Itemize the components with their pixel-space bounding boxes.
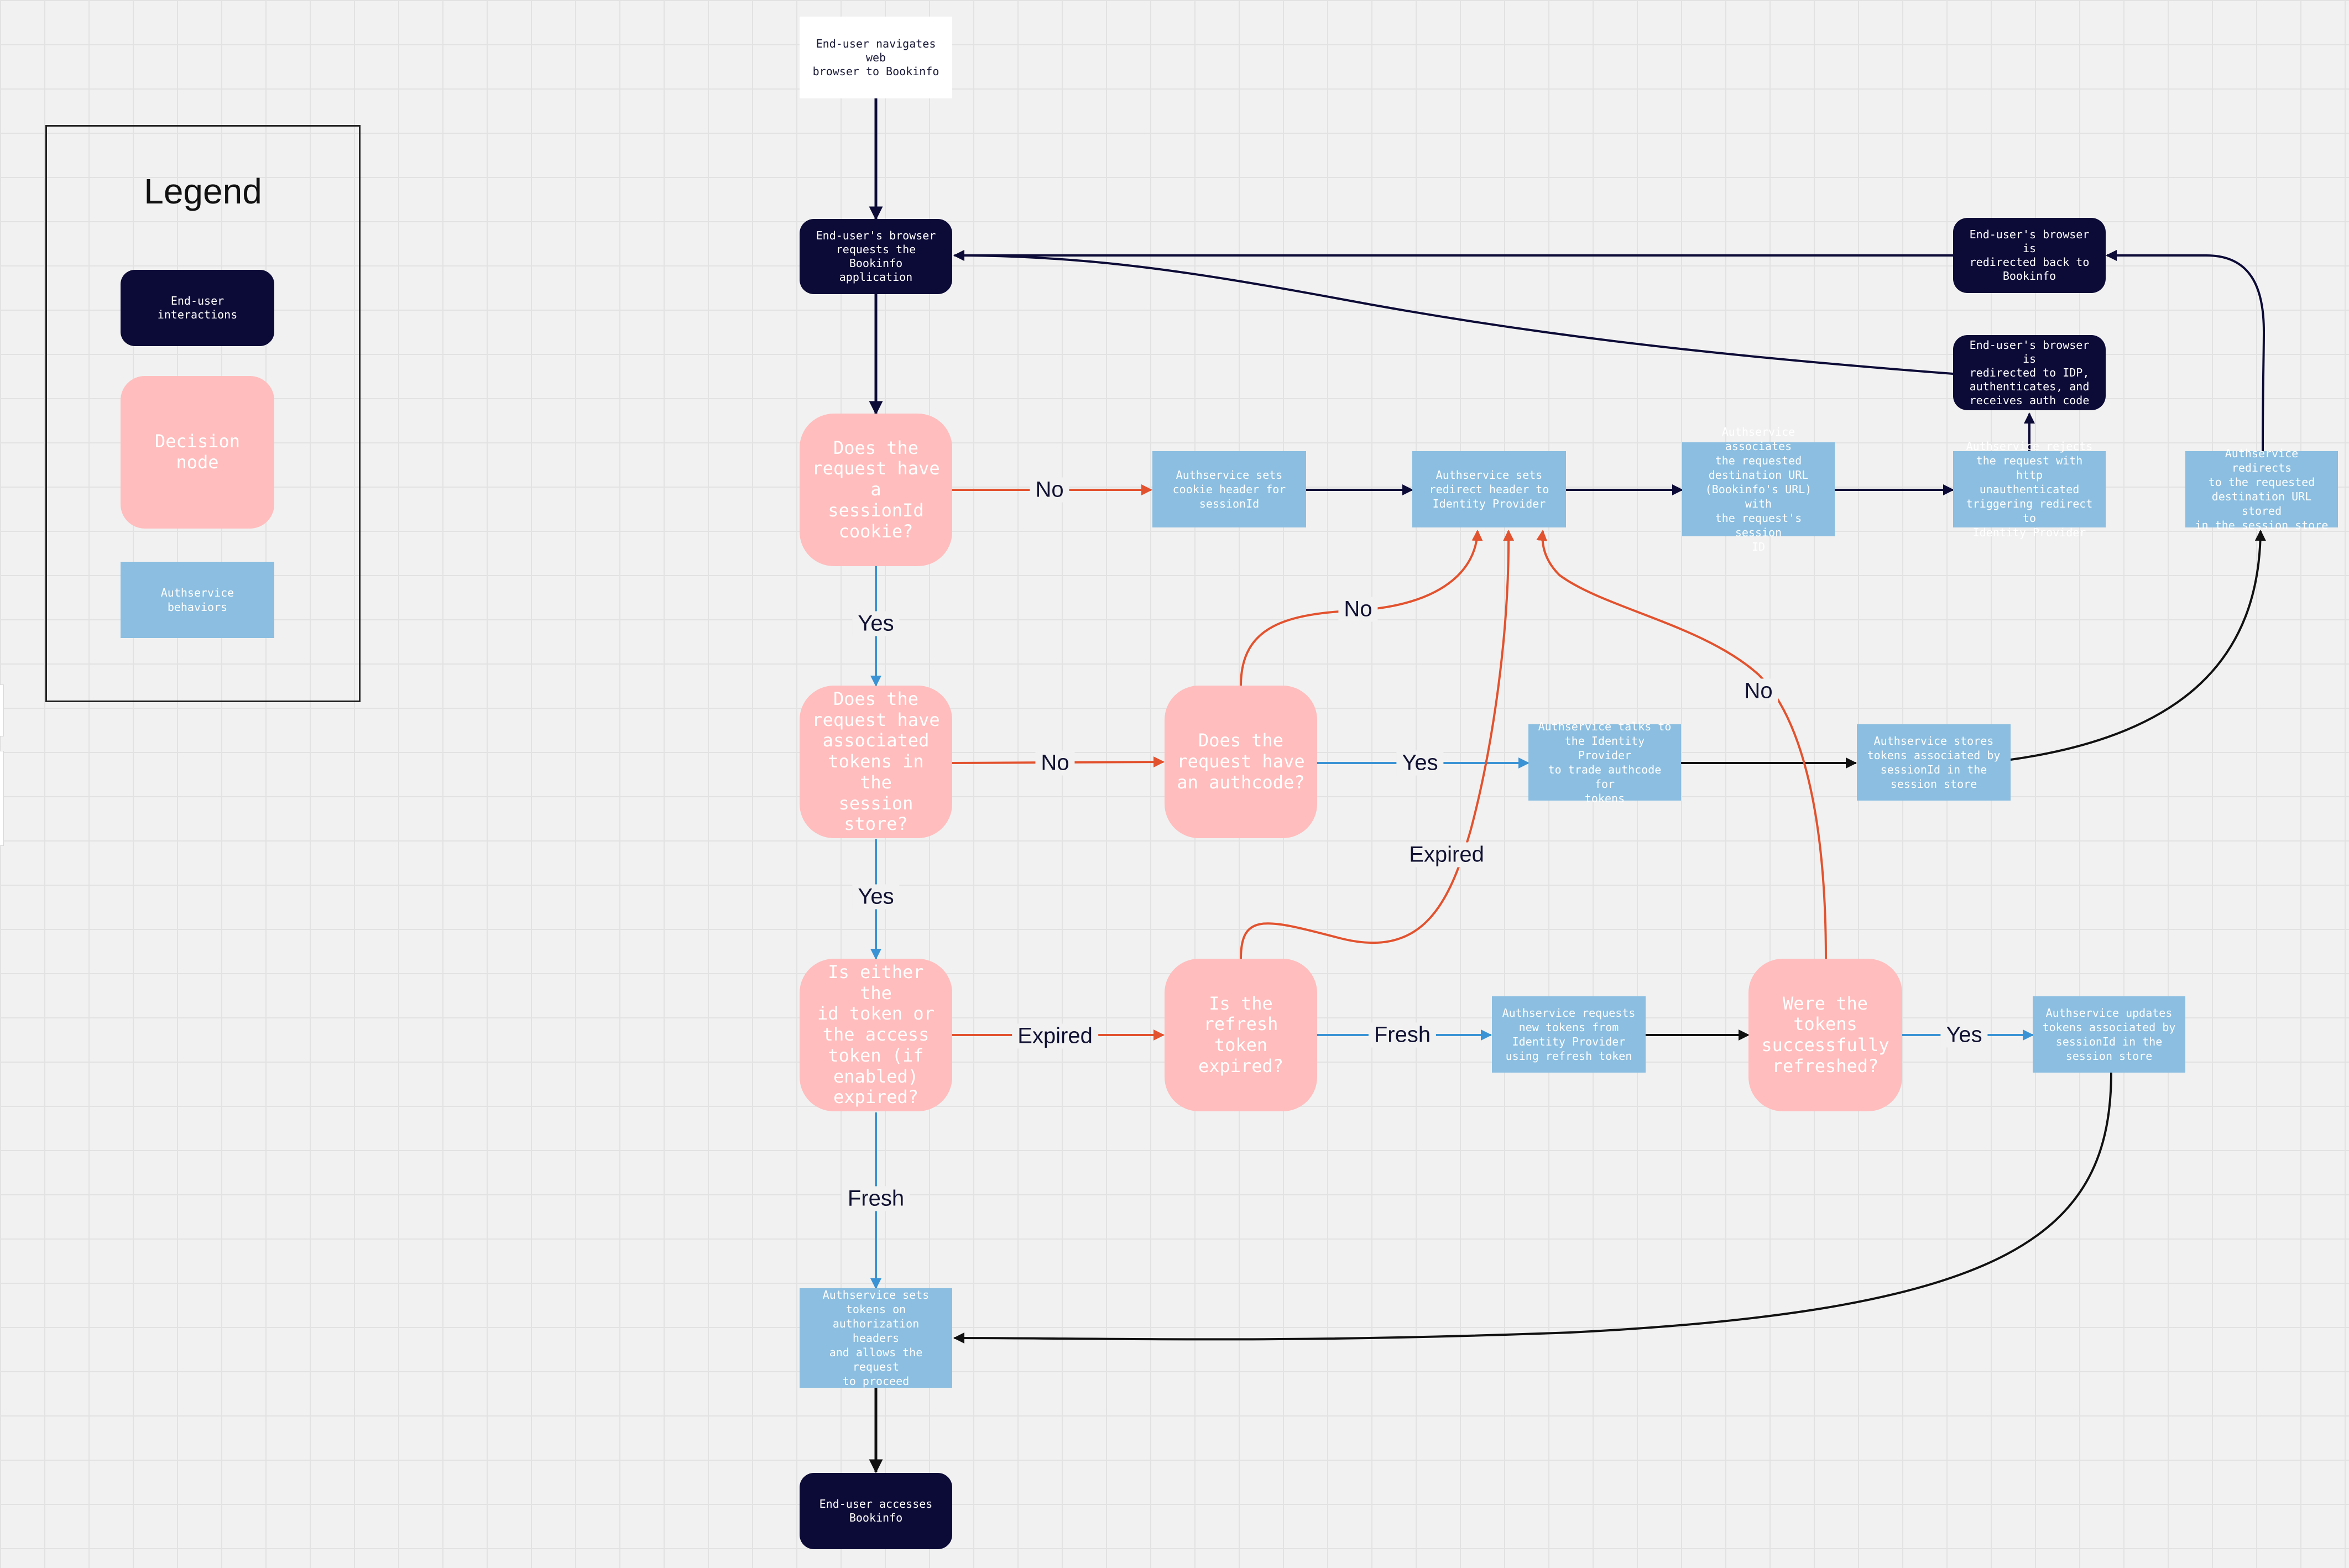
legend-user-interactions: End-user interactions [121, 270, 274, 346]
session-cookie-decision: Does the request have a sessionId cookie… [800, 414, 952, 566]
set-redirect-node: Authservice sets redirect header to Iden… [1412, 451, 1566, 527]
redirected-idp-node: End-user's browser is redirected to IDP,… [1953, 335, 2106, 410]
associates-url-node: Authservice associates the requested des… [1682, 425, 1835, 553]
label-refreshed-yes: Yes [1940, 1022, 1988, 1048]
label-store-no: No [1035, 750, 1075, 776]
label-token-fresh: Fresh [842, 1186, 910, 1211]
accesses-bookinfo-node: End-user accesses Bookinfo [800, 1473, 952, 1549]
start-node: End-user navigates web browser to Bookin… [800, 17, 952, 98]
browser-requests-node: End-user's browser requests the Bookinfo… [800, 219, 952, 294]
edge-refresh-expired [1240, 530, 1515, 959]
label-refreshed-no: No [1739, 678, 1778, 704]
talks-idp-node: Authservice talks to the Identity Provid… [1528, 720, 1681, 805]
sets-tokens-node: Authservice sets tokens on authorization… [800, 1288, 952, 1388]
legend-authservice-behaviors: Authservice behaviors [121, 562, 274, 638]
label-cookie-no: No [1030, 477, 1069, 503]
label-authcode-no: No [1338, 597, 1378, 622]
authcode-decision: Does the request have an authcode? [1165, 686, 1317, 838]
refresh-expired-decision: Is the refresh token expired? [1165, 959, 1317, 1111]
label-token-expired: Expired [1012, 1023, 1098, 1049]
token-expired-decision: Is either the id token or the access tok… [800, 959, 952, 1111]
stores-tokens-node: Authservice stores tokens associated by … [1857, 724, 2011, 801]
auth-redirects-node: Authservice redirects to the requested d… [2185, 447, 2338, 532]
label-authcode-yes: Yes [1396, 750, 1444, 776]
edge-updates-to-sets-tokens [953, 1071, 2112, 1344]
edge-refreshed-no [1536, 530, 1827, 959]
legend-title: Legend [144, 171, 262, 211]
rejects-request-node: Authservice rejects the request with htt… [1953, 440, 2106, 539]
tokens-store-decision: Does the request have associated tokens … [800, 686, 952, 838]
legend-decision-node: Decision node [121, 376, 274, 529]
left-edge-stub-2 [0, 751, 4, 846]
redirected-back-node: End-user's browser is redirected back to… [1953, 218, 2106, 293]
requests-new-tokens-node: Authservice requests new tokens from Ide… [1492, 996, 1646, 1073]
left-edge-stub-1 [0, 684, 4, 736]
edge-idp-to-request [953, 250, 1954, 375]
legend-box: Legend [45, 125, 361, 702]
refreshed-decision: Were the tokens successfully refreshed? [1748, 959, 1902, 1111]
set-cookie-node: Authservice sets cookie header for sessi… [1152, 451, 1306, 527]
label-refresh-fresh: Fresh [1368, 1022, 1437, 1048]
label-refresh-expired: Expired [1403, 842, 1490, 867]
edge-stores-to-auth-redirects [2010, 530, 2266, 761]
label-cookie-yes: Yes [852, 611, 900, 636]
updates-tokens-node: Authservice updates tokens associated by… [2033, 996, 2185, 1073]
label-store-yes: Yes [852, 884, 900, 910]
edge-auth-redirects-to-back [2106, 250, 2266, 452]
